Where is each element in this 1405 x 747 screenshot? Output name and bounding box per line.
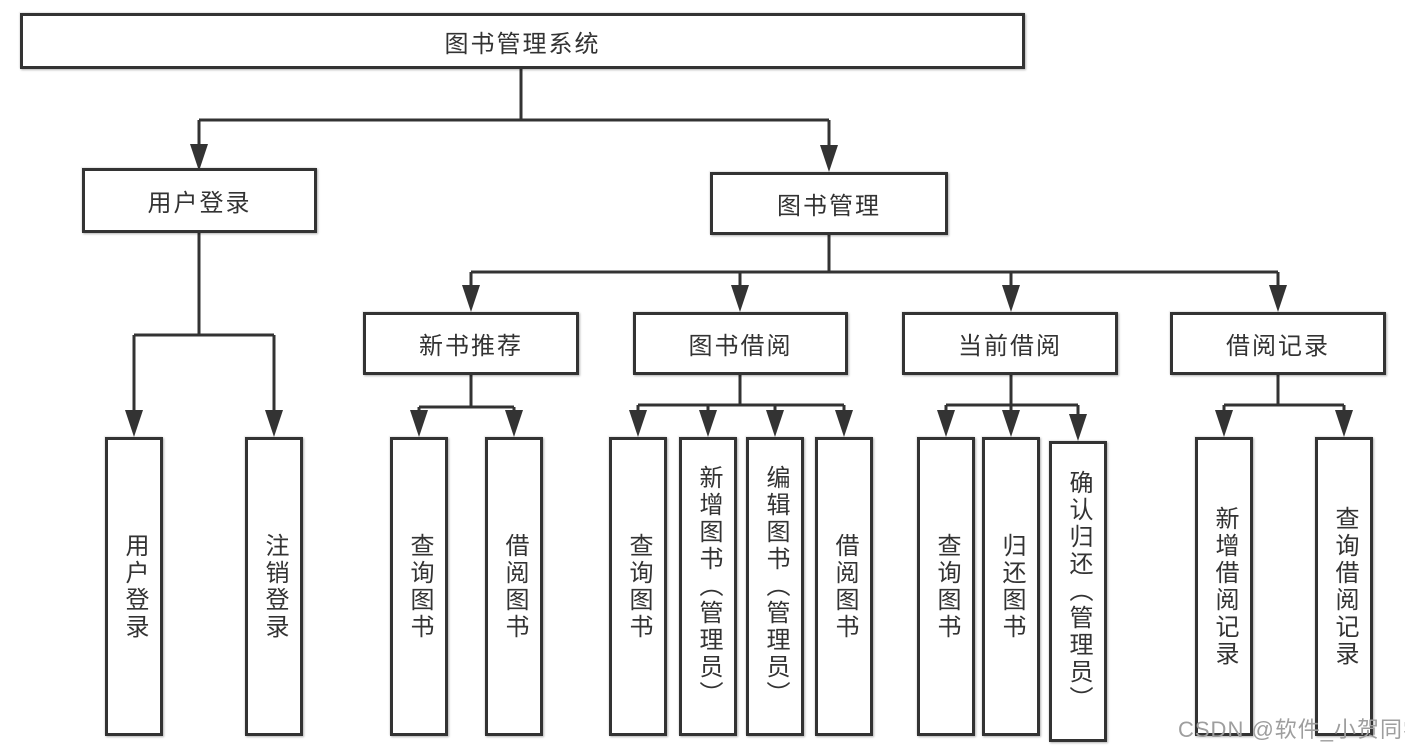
node-borrow-records: 借阅记录 — [1170, 312, 1386, 375]
node-book-management: 图书管理 — [710, 172, 948, 235]
leaf-logout: 注销登录 — [245, 437, 303, 736]
node-book-borrow: 图书借阅 — [633, 312, 848, 375]
leaf-borrow-books: 借阅图书 — [815, 437, 873, 736]
leaf-query-books-borrow: 查询图书 — [609, 437, 667, 736]
leaf-borrow-books-recommend: 借阅图书 — [485, 437, 543, 736]
leaf-add-borrow-record: 新增借阅记录 — [1195, 437, 1253, 736]
leaf-query-books-current: 查询图书 — [917, 437, 975, 736]
leaf-add-book-admin: 新增图书（管理员） — [679, 437, 737, 736]
leaf-edit-book-admin: 编辑图书（管理员） — [746, 437, 804, 736]
csdn-watermark: CSDN @软件_小贺同学 — [1178, 717, 1405, 742]
node-user-login: 用户登录 — [82, 168, 317, 233]
node-current-borrow: 当前借阅 — [902, 312, 1118, 375]
node-root: 图书管理系统 — [20, 13, 1025, 69]
leaf-query-borrow-record: 查询借阅记录 — [1315, 437, 1373, 736]
leaf-confirm-return-admin: 确认归还（管理员） — [1049, 441, 1107, 742]
leaf-user-login: 用户登录 — [105, 437, 163, 736]
node-new-book-recommend: 新书推荐 — [363, 312, 579, 375]
arrowheads — [125, 144, 1353, 441]
leaf-return-book: 归还图书 — [982, 437, 1040, 736]
leaf-query-books-recommend: 查询图书 — [390, 437, 448, 736]
